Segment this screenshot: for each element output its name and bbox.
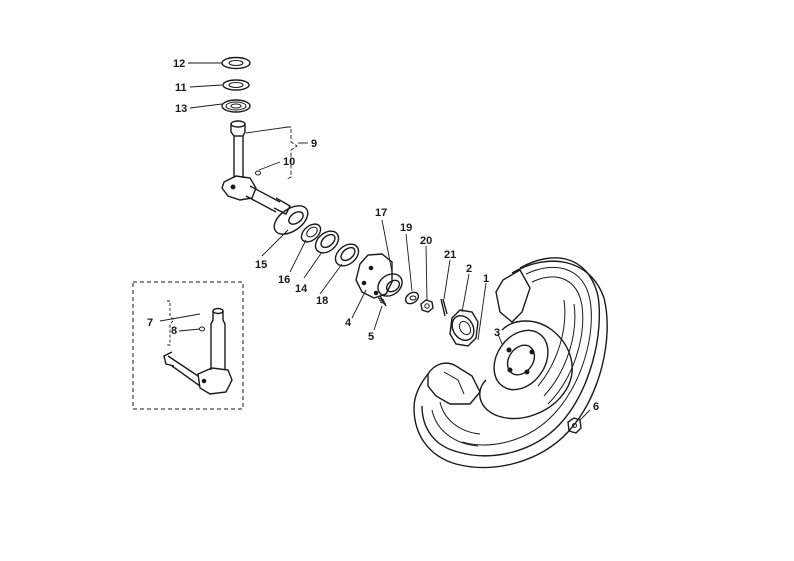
tire-1 — [413, 257, 608, 469]
nut-20 — [420, 299, 434, 313]
washer-13 — [221, 99, 251, 113]
callout-6: 6 — [593, 401, 599, 413]
spindle-9 — [221, 120, 291, 215]
callout-19: 19 — [400, 222, 412, 234]
leader-lines — [159, 62, 591, 421]
seal-15 — [273, 205, 309, 235]
grease-fitting-10 — [255, 170, 261, 176]
callout-7: 7 — [147, 317, 153, 329]
hub-4 — [355, 253, 403, 299]
callout-2: 2 — [466, 263, 472, 275]
bearing-16 — [300, 223, 322, 243]
callout-13: 13 — [175, 103, 187, 115]
hub-cap-2 — [449, 309, 479, 347]
callout-11: 11 — [175, 82, 187, 94]
cotter-pin-21 — [440, 298, 448, 317]
callout-15: 15 — [255, 259, 267, 271]
grease-fitting-8 — [199, 326, 205, 332]
bearing-14 — [314, 230, 340, 254]
callout-21: 21 — [444, 249, 456, 261]
callout-1: 1 — [483, 273, 489, 285]
callout-4: 4 — [345, 317, 352, 329]
callout-16: 16 — [278, 274, 290, 286]
callout-20: 20 — [420, 235, 432, 247]
bracket-7 — [167, 300, 175, 346]
race-18 — [334, 243, 360, 267]
lug-nut-6 — [567, 417, 582, 434]
callout-17: 17 — [375, 207, 387, 219]
callout-labels: 12 11 13 9 10 17 19 20 21 15 16 14 18 4 … — [147, 58, 599, 413]
washer-12 — [221, 56, 251, 70]
callout-12: 12 — [173, 58, 185, 70]
callout-14: 14 — [295, 283, 308, 295]
callout-10: 10 — [283, 156, 295, 168]
callout-18: 18 — [316, 295, 328, 307]
callout-8: 8 — [171, 325, 177, 337]
bracket-9 — [286, 126, 298, 180]
callout-3: 3 — [494, 327, 500, 339]
callout-9: 9 — [311, 138, 317, 150]
callout-5: 5 — [368, 331, 374, 343]
washer-19 — [404, 291, 420, 305]
lug-bolt-5 — [377, 295, 387, 307]
washer-11 — [222, 79, 250, 91]
alternate-spindle-7 — [163, 307, 233, 395]
